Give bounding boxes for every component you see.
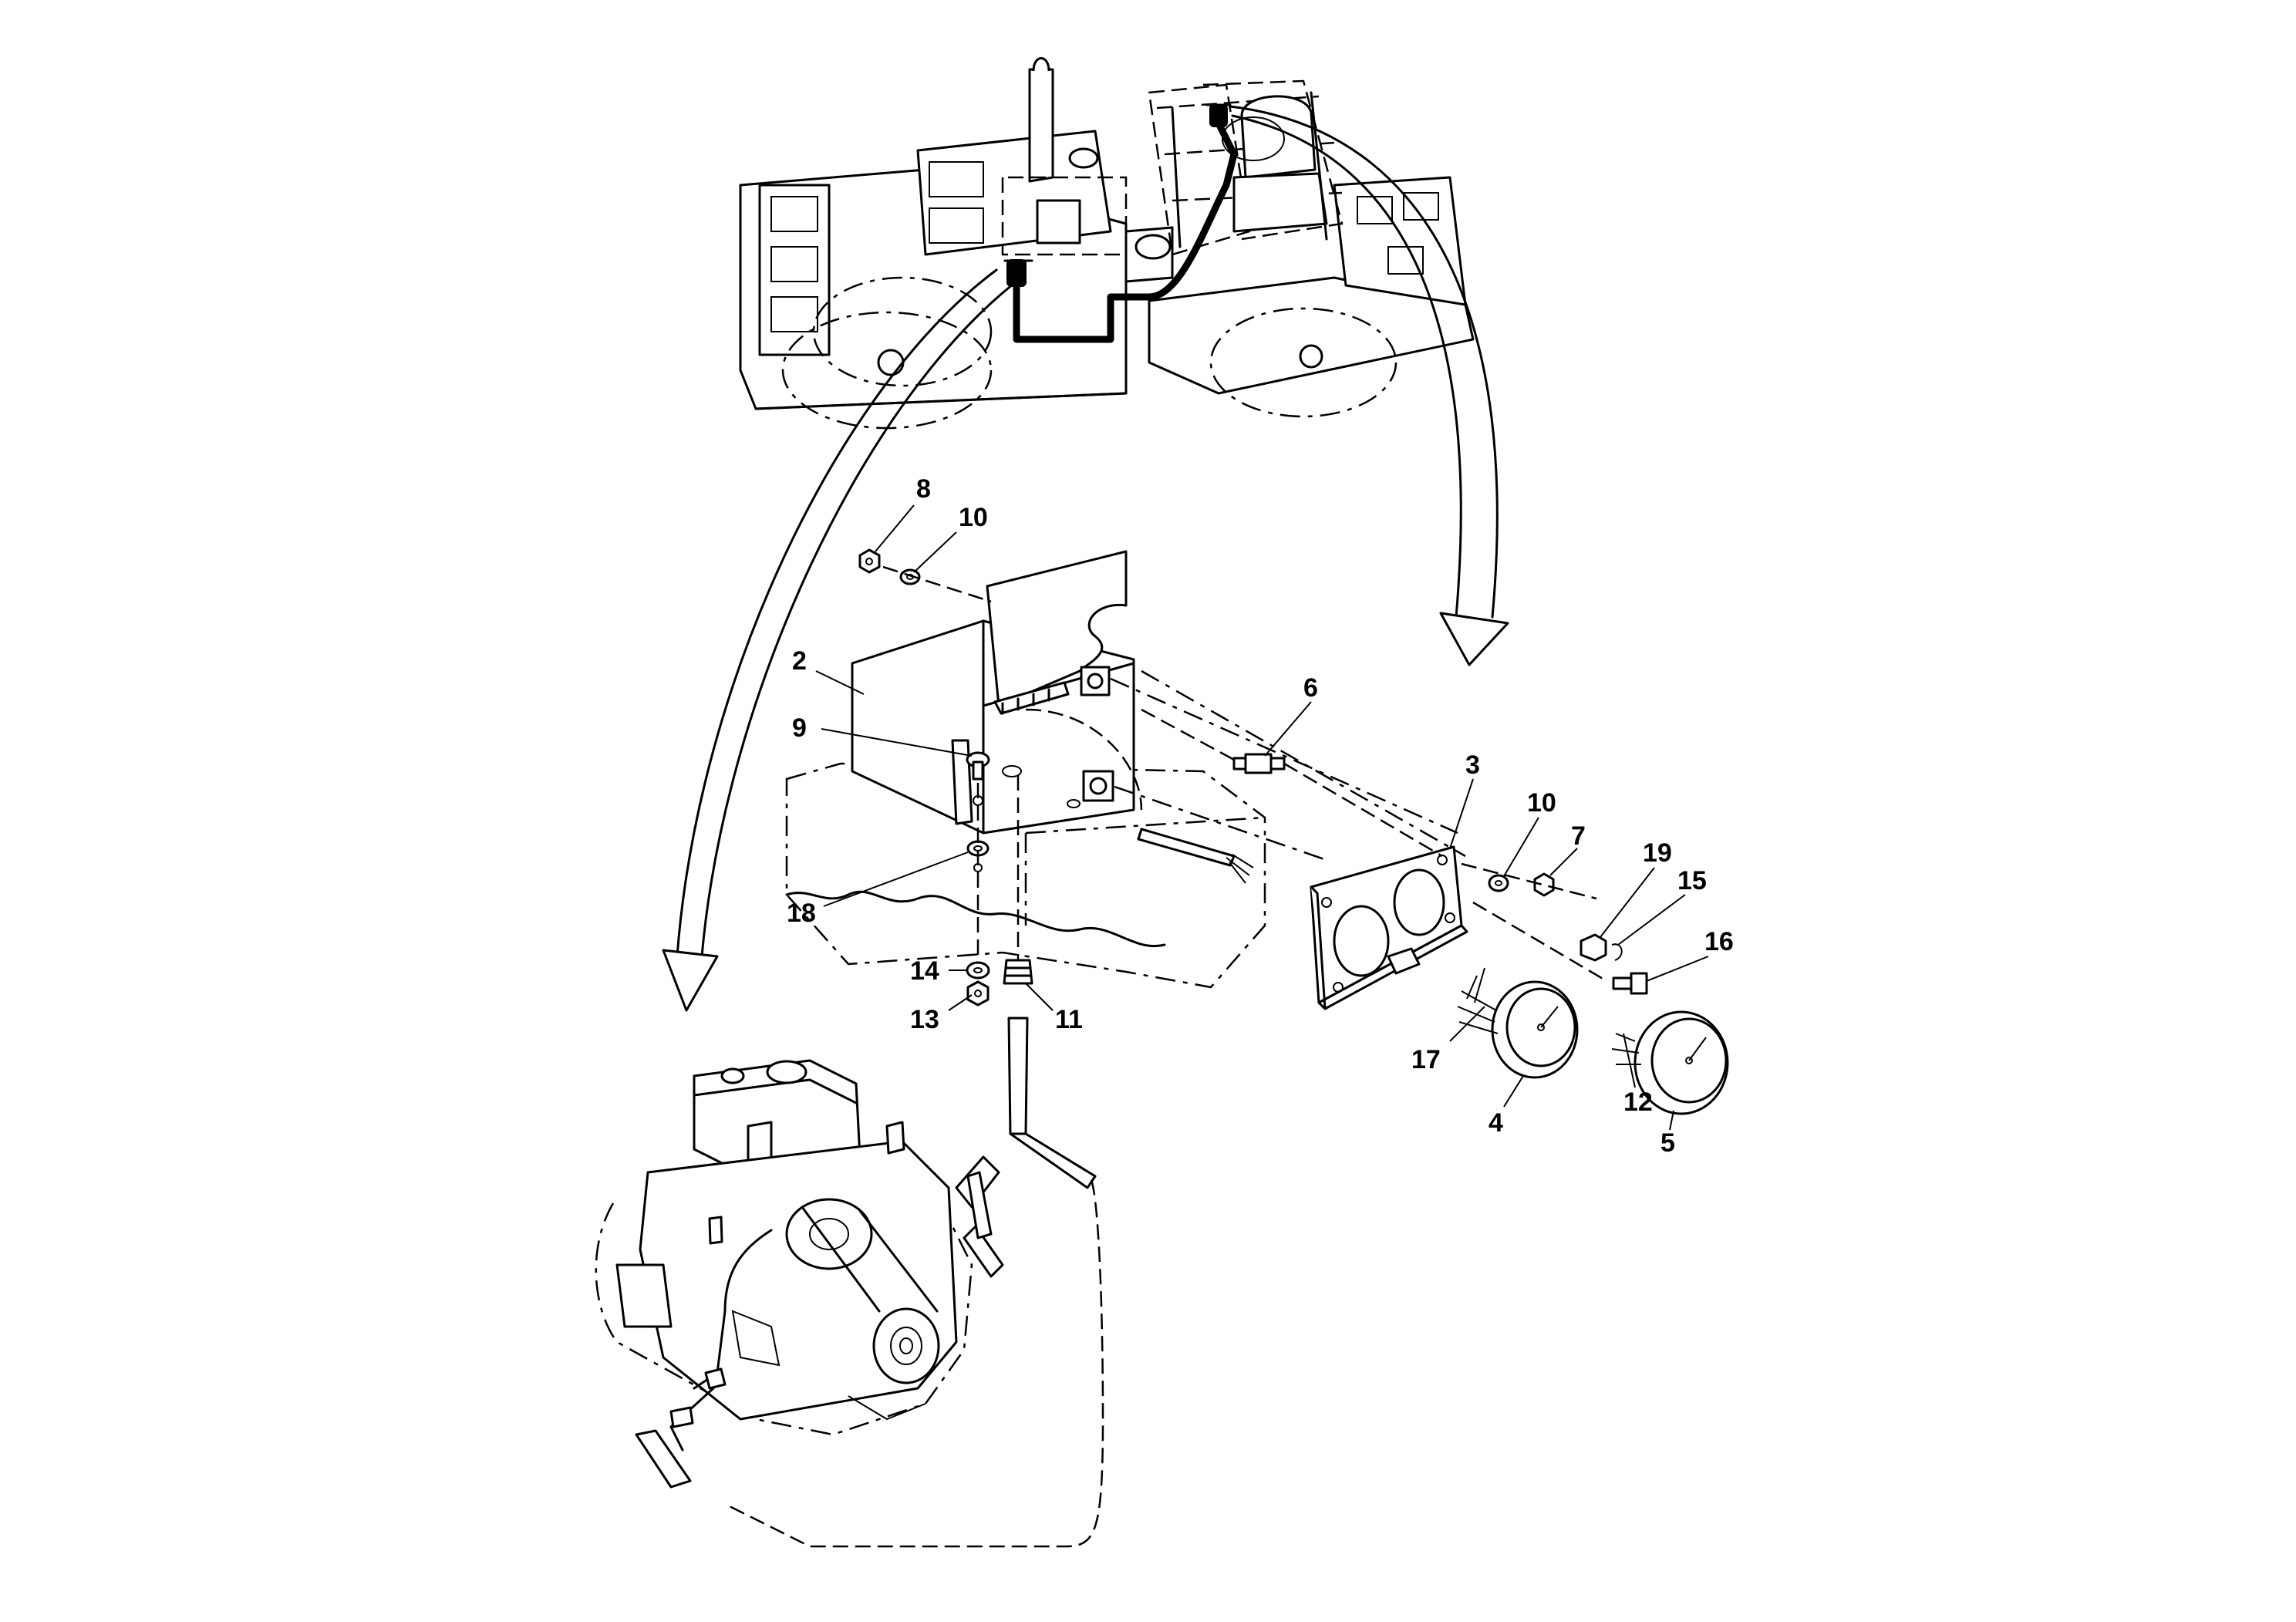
callout-15: 15	[1677, 866, 1707, 895]
callout-18: 18	[787, 899, 816, 928]
callout-12: 12	[1623, 1088, 1653, 1117]
callout-6: 6	[1303, 673, 1318, 703]
roller-machine-illustration	[739, 57, 1475, 430]
callout-9: 9	[792, 713, 807, 743]
callout-10: 10	[959, 503, 988, 532]
callout-7: 7	[1571, 821, 1586, 851]
engine-illustration	[595, 1059, 1004, 1489]
location-arrows	[662, 105, 1509, 1012]
cover-bracket-assembly	[724, 548, 1466, 1548]
callout-19: 19	[1643, 838, 1672, 868]
callout-labels: 8 10 2 9 6 3 10 7 19 15 16 18 14 11 13 1…	[787, 474, 1734, 1158]
callout-11: 11	[1055, 1005, 1083, 1034]
callout-2: 2	[792, 646, 807, 676]
callout-8: 8	[916, 474, 931, 504]
callout-14: 14	[910, 956, 939, 986]
callout-16: 16	[1704, 927, 1734, 956]
callout-3: 3	[1465, 750, 1480, 780]
callout-10b: 10	[1527, 788, 1556, 818]
gauge-panel-assembly	[1141, 708, 1729, 1115]
callout-17: 17	[1411, 1045, 1441, 1074]
callout-13: 13	[910, 1005, 939, 1034]
callout-5: 5	[1660, 1128, 1675, 1158]
callout-leaders	[815, 504, 1709, 1131]
callout-4: 4	[1489, 1108, 1503, 1138]
